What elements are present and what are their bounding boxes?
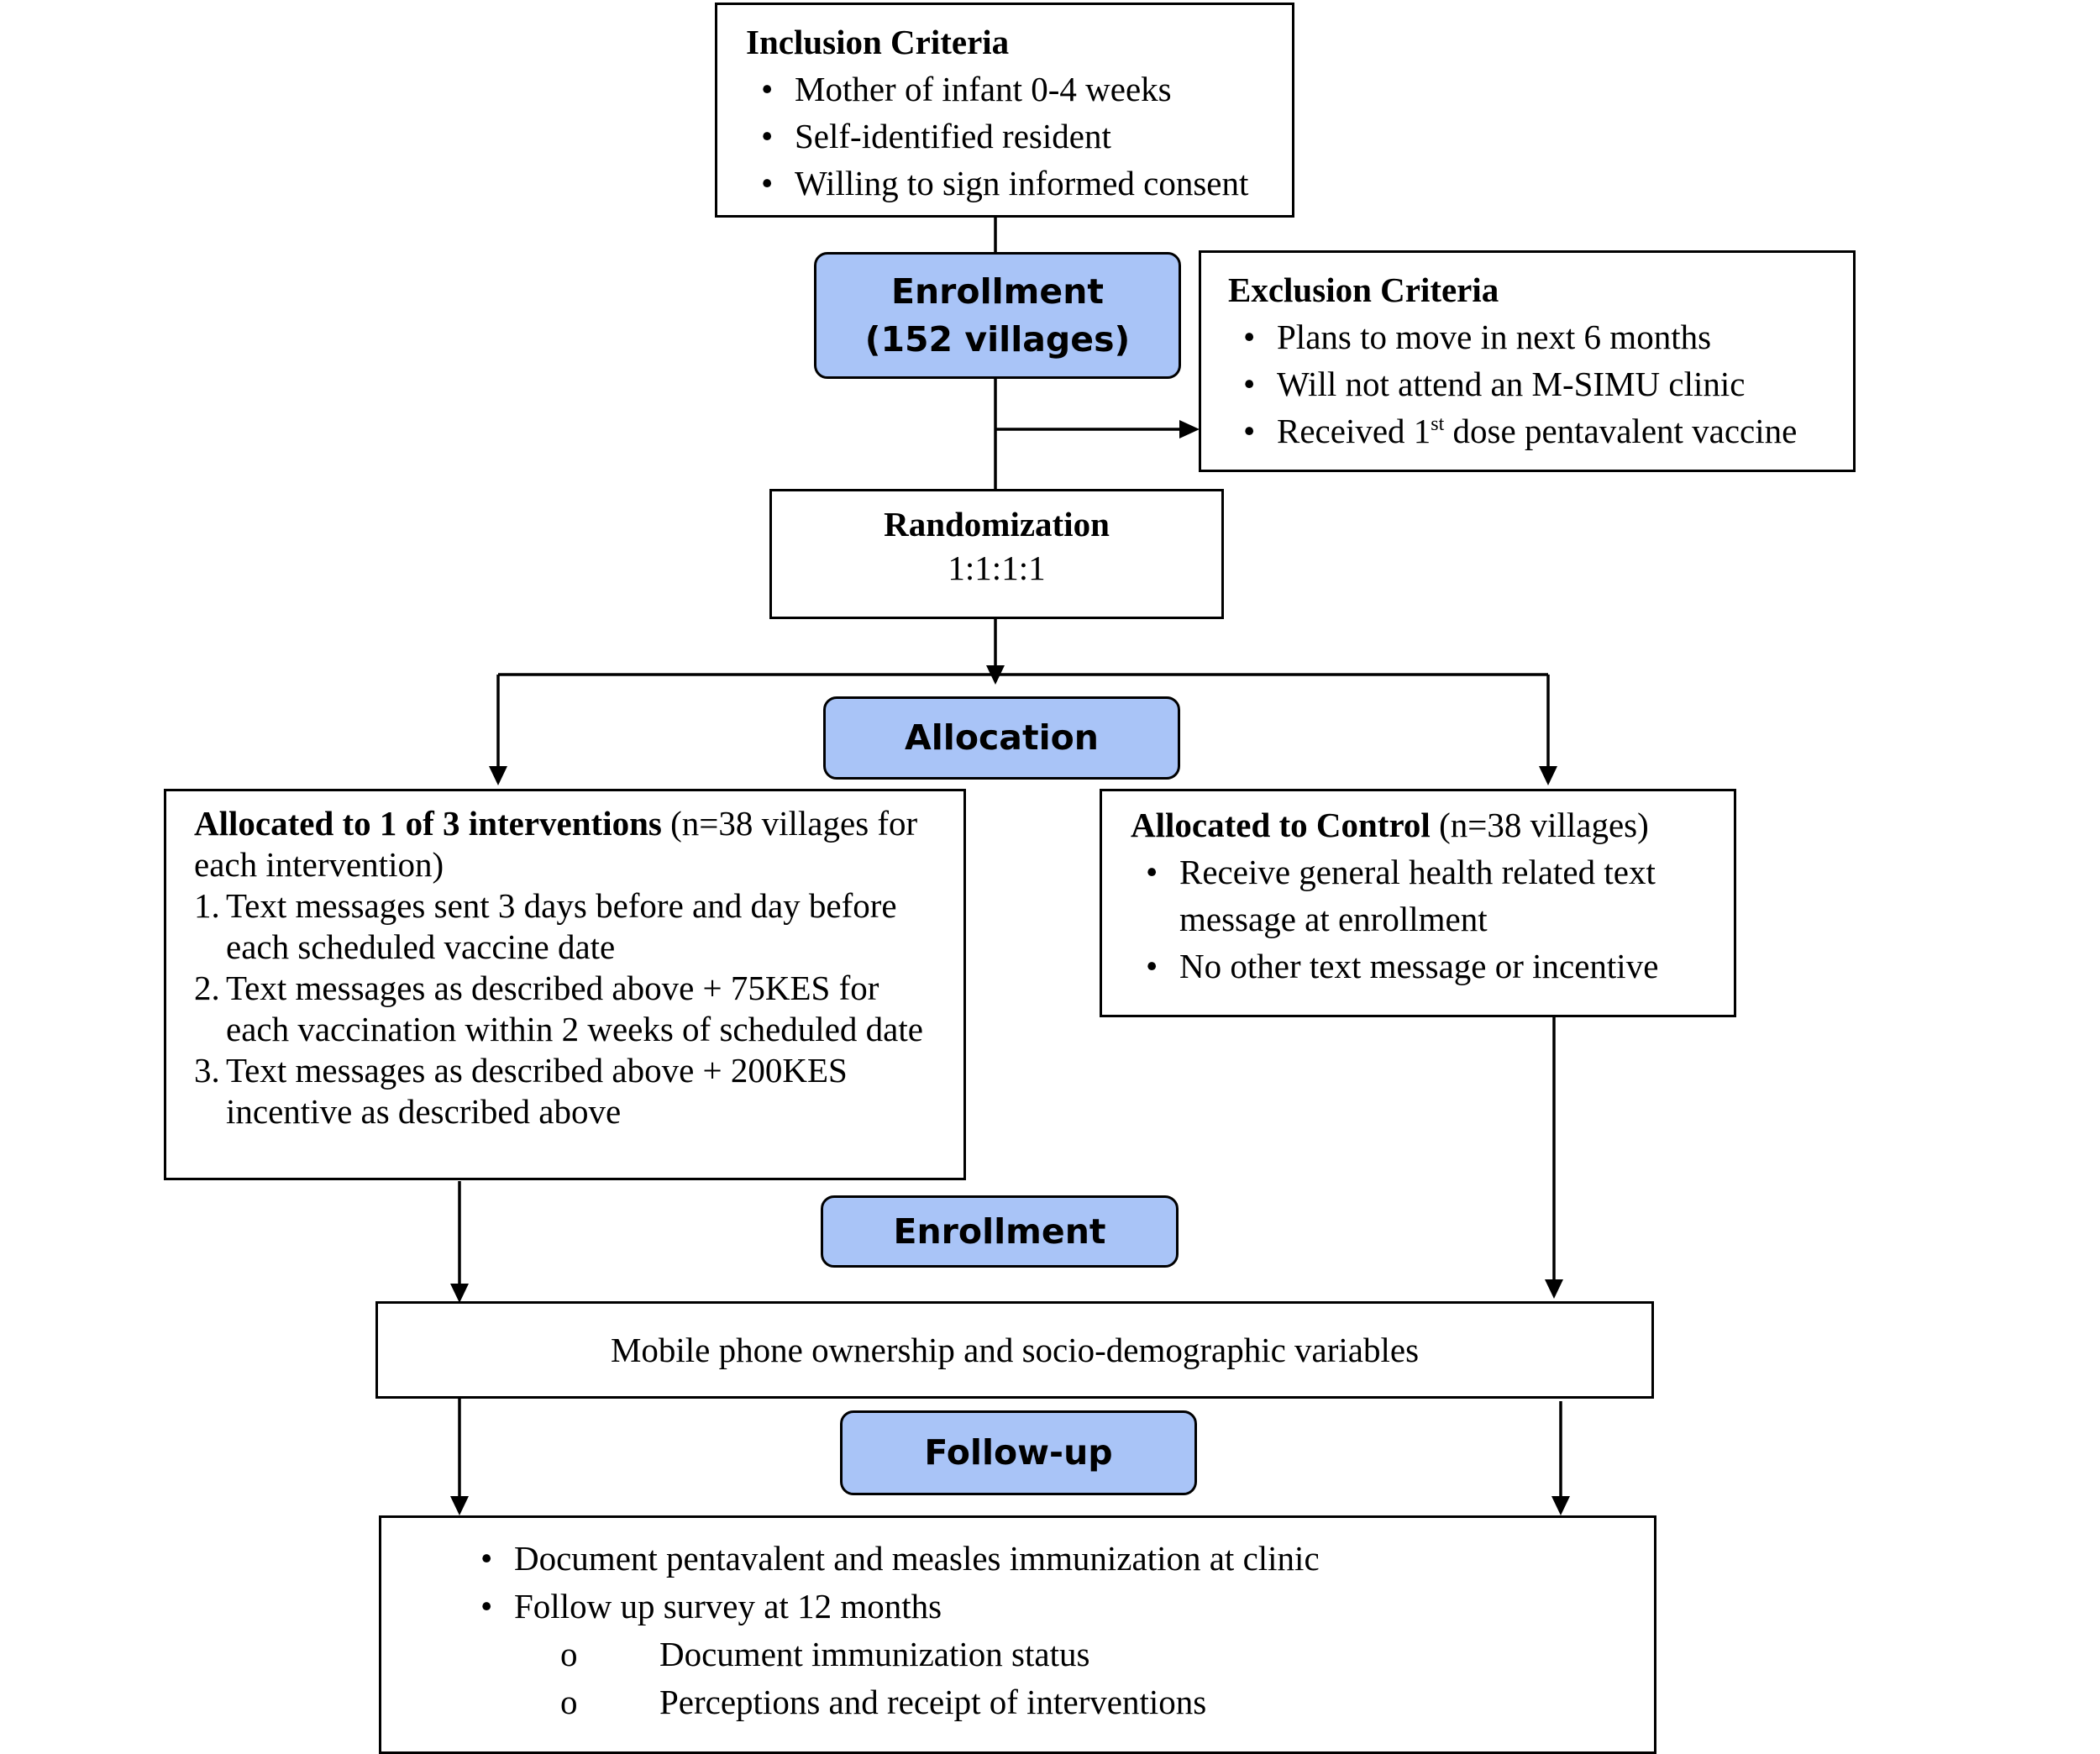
inclusion-title: Inclusion Criteria <box>746 23 1010 61</box>
interventions-title: Allocated to 1 of 3 interventions <box>194 804 662 843</box>
arrowhead-control <box>1539 766 1557 785</box>
interventions-heading: Allocated to 1 of 3 interventions (n=38 … <box>194 803 947 885</box>
intervention-item: 2.Text messages as described above + 75K… <box>194 969 923 1048</box>
control-item: Receive general health related text mess… <box>1131 848 1720 943</box>
randomization-box: Randomization 1:1:1:1 <box>769 489 1224 619</box>
inclusion-item: Self-identified resident <box>746 113 1292 160</box>
interventions-list: 1.Text messages sent 3 days before and d… <box>194 885 947 1132</box>
outcome-sublist: Document immunization status Perceptions… <box>560 1631 1654 1726</box>
interventions-count: (n=38 villages for each intervention) <box>194 804 927 884</box>
exclusion-item: Received 1st dose pentavalent vaccine <box>1228 407 1853 454</box>
outcomes-list: Document pentavalent and measles immuniz… <box>465 1535 1654 1726</box>
outcome-item: Document pentavalent and measles immuniz… <box>465 1535 1654 1583</box>
outcomes-box: Document pentavalent and measles immuniz… <box>379 1515 1656 1754</box>
randomization-title: Randomization <box>884 505 1110 544</box>
followup-label: Follow-up <box>924 1432 1113 1473</box>
mobile-ownership-text: Mobile phone ownership and socio-demogra… <box>610 1331 1420 1369</box>
intervention-text: Text messages sent 3 days before and day… <box>226 886 897 966</box>
enrollment-villages: (152 villages) <box>864 318 1131 360</box>
inclusion-item: Willing to sign informed consent <box>746 160 1292 207</box>
exclusion-item: Will not attend an M-SIMU clinic <box>1228 360 1853 407</box>
control-count: (n=38 villages) <box>1430 806 1649 844</box>
control-heading: Allocated to Control (n=38 villages) <box>1131 801 1720 848</box>
intervention-text: Text messages as described above + 200KE… <box>226 1051 848 1131</box>
exclusion-item-text: Received 1 <box>1277 412 1431 450</box>
arrowhead-final-right <box>1551 1496 1570 1515</box>
inclusion-item: Mother of infant 0-4 weeks <box>746 66 1292 113</box>
exclusion-criteria-box: Exclusion Criteria Plans to move in next… <box>1199 250 1856 472</box>
allocation-label: Allocation <box>905 717 1099 758</box>
outcome-subitem: Perceptions and receipt of interventions <box>560 1678 1654 1726</box>
exclusion-item: Plans to move in next 6 months <box>1228 313 1853 360</box>
intervention-item: 1.Text messages sent 3 days before and d… <box>194 886 897 966</box>
enrollment-label: Enrollment <box>893 1210 1106 1252</box>
enrollment-stage-box: Enrollment <box>821 1195 1179 1268</box>
interventions-box: Allocated to 1 of 3 interventions (n=38 … <box>164 789 966 1180</box>
outcome-item: Follow up survey at 12 months Document i… <box>465 1583 1654 1726</box>
ordinal-suffix: st <box>1431 413 1445 435</box>
outcome-subitem: Document immunization status <box>560 1631 1654 1678</box>
enrollment-stage-box: Enrollment (152 villages) <box>814 252 1181 379</box>
inclusion-criteria-box: Inclusion Criteria Mother of infant 0-4 … <box>715 3 1294 218</box>
enrollment-title: Enrollment <box>890 270 1104 312</box>
control-title: Allocated to Control <box>1131 806 1431 844</box>
intervention-item: 3.Text messages as described above + 200… <box>194 1051 848 1131</box>
arrowhead-exclusion <box>1179 420 1200 438</box>
followup-stage-box: Follow-up <box>840 1410 1197 1495</box>
inclusion-list: Mother of infant 0-4 weeks Self-identifi… <box>746 66 1292 207</box>
control-list: Receive general health related text mess… <box>1131 848 1720 990</box>
exclusion-item-text-rest: dose pentavalent vaccine <box>1444 412 1798 450</box>
arrowhead-mobile-right <box>1545 1279 1563 1299</box>
mobile-ownership-box: Mobile phone ownership and socio-demogra… <box>375 1301 1654 1399</box>
arrowhead-interventions <box>489 766 507 785</box>
exclusion-list: Plans to move in next 6 months Will not … <box>1228 313 1853 454</box>
exclusion-title: Exclusion Criteria <box>1228 270 1499 309</box>
control-box: Allocated to Control (n=38 villages) Rec… <box>1100 789 1736 1017</box>
arrowhead-randomization <box>986 665 1005 685</box>
control-item: No other text message or incentive <box>1131 943 1720 990</box>
arrowhead-mobile-left <box>450 1284 469 1303</box>
allocation-stage-box: Allocation <box>823 696 1180 780</box>
intervention-text: Text messages as described above + 75KES… <box>226 969 923 1048</box>
arrowhead-final-left <box>450 1496 469 1515</box>
randomization-ratio: 1:1:1:1 <box>948 549 1046 587</box>
